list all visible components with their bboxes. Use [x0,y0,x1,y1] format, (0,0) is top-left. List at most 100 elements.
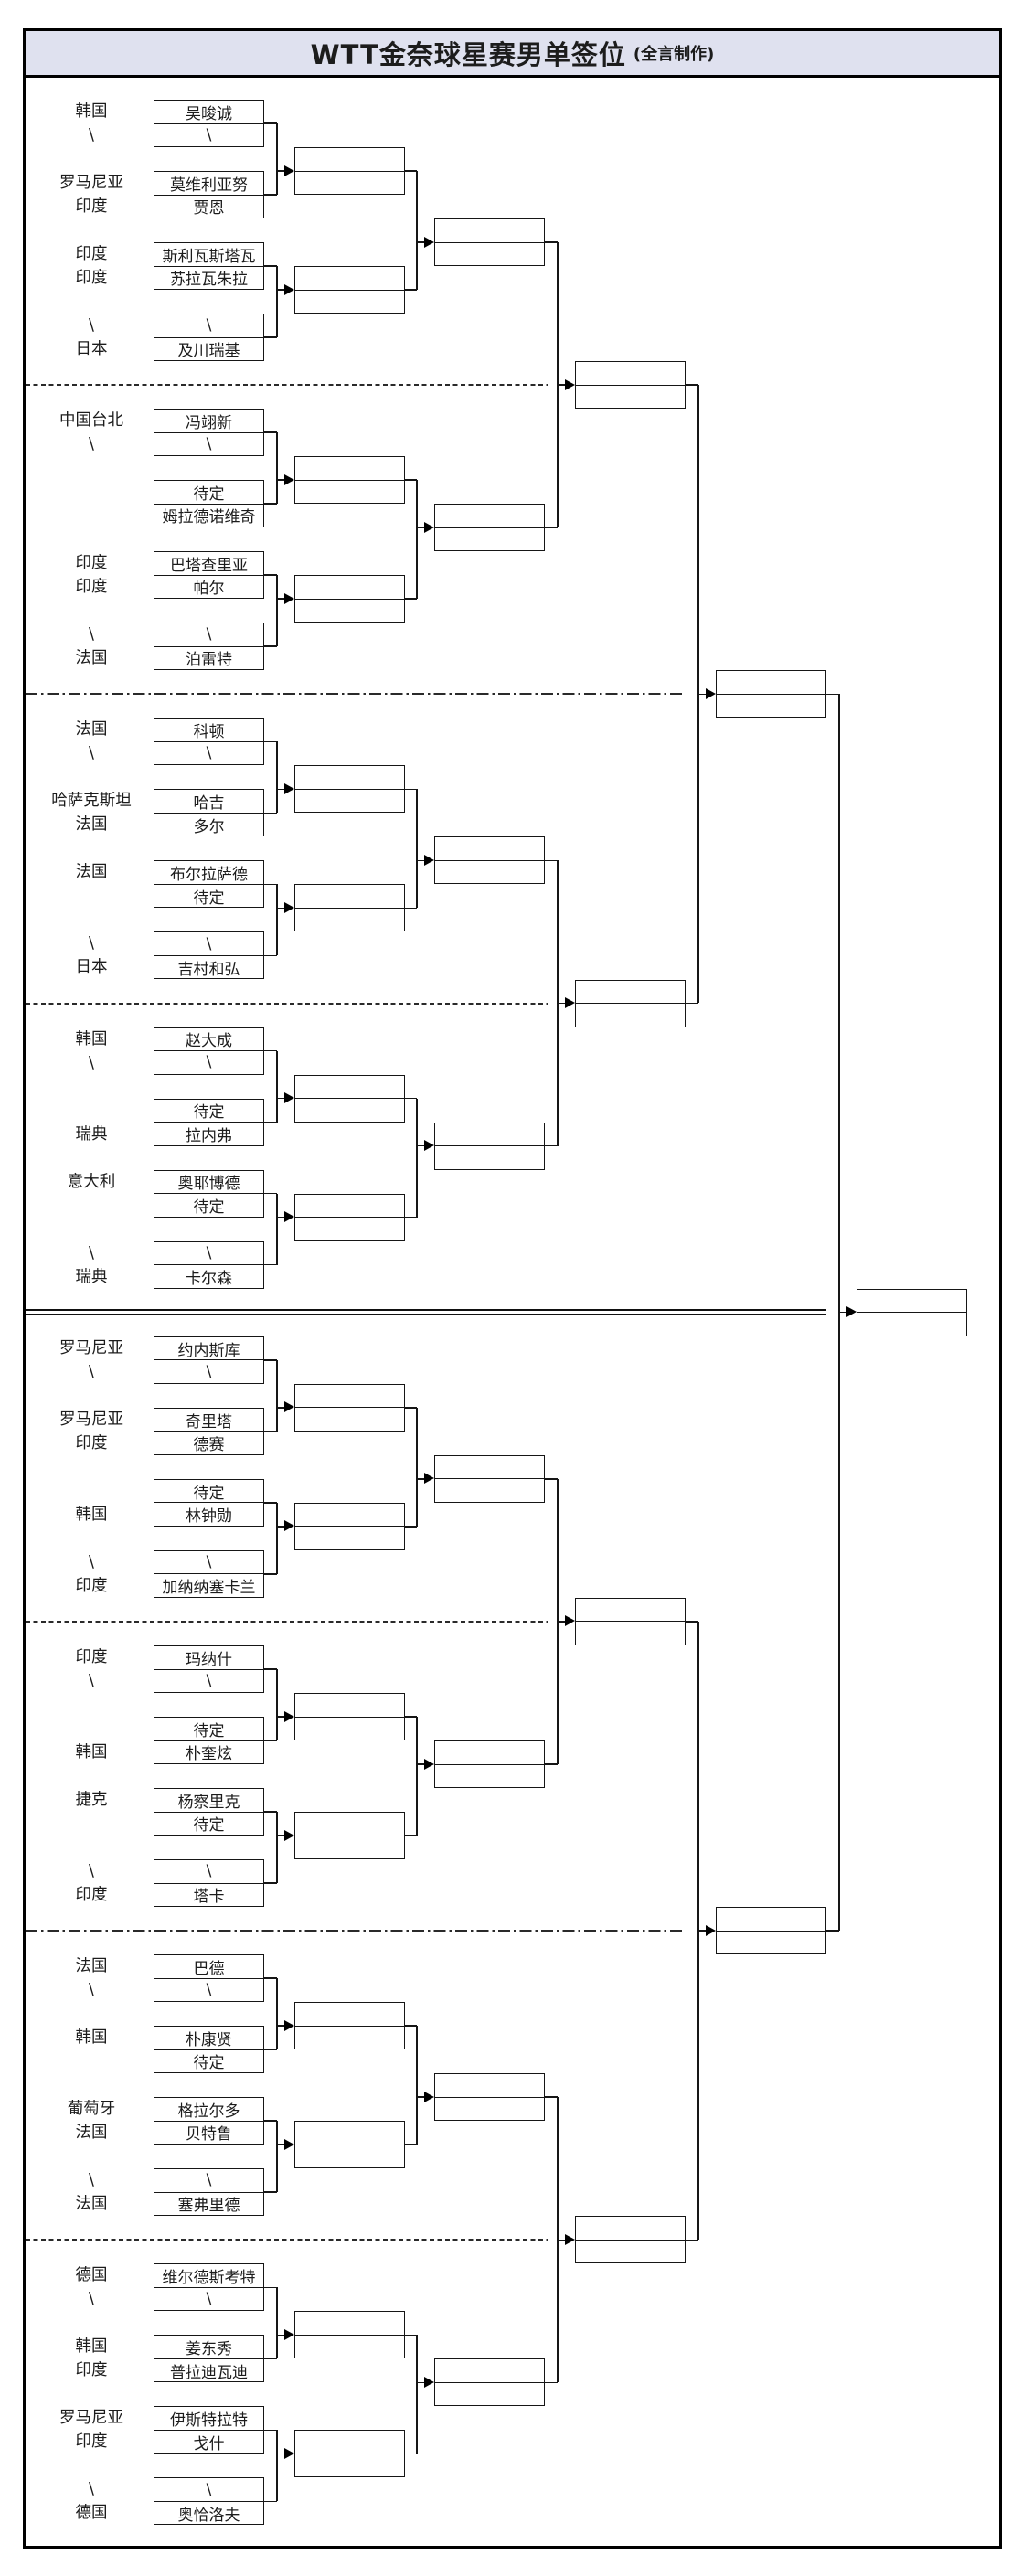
first-round-match-box: 待定林钟勋 [154,1478,264,1527]
country-label: 印度 [75,1648,108,1666]
advance-arrow-icon [284,592,294,604]
player-name: \ [206,1671,212,1690]
round-of-16-box [434,1454,545,1503]
advance-arrow-icon [424,236,434,248]
round-of-32-box [294,2430,405,2478]
empty-slot [295,172,404,195]
player-name: 科顿 [154,719,263,742]
player-name: \ [206,2290,212,2309]
connector-line [405,1407,417,1409]
advance-arrow-icon [424,521,434,533]
country-label [33,1099,150,1123]
empty-slot [435,2383,544,2406]
connector-line [417,1478,426,1480]
empty-slot [295,1218,404,1240]
empty-slot [435,219,544,243]
connector-line [557,2097,559,2383]
connector-line [264,2429,277,2432]
player-name: 帕尔 [193,580,225,599]
country-label: 瑞典 [75,1267,108,1286]
advance-arrow-icon [565,1615,575,1627]
country-label: 中国台北 [59,411,123,431]
round-of-16-box [434,1740,545,1788]
first-round-match-box: 杨察里克待定 [154,1788,264,1836]
country-label: 印度 [75,269,108,287]
connector-line [264,1811,277,1813]
half-divider-double [26,1309,826,1316]
country-label [33,2049,150,2073]
advance-arrow-icon [846,1306,857,1318]
empty-slot [295,1099,404,1122]
connector-line [276,2430,278,2502]
connector-line [264,336,277,338]
round-of-32-box [294,1812,405,1859]
player-name: 吉村和弘 [177,960,240,979]
first-round-match-box: \塞弗里德 [154,2168,264,2217]
empty-slot [295,291,404,314]
connector-line [686,2239,698,2241]
player-name: 待定 [193,2054,225,2073]
country-label [33,1717,150,1740]
connector-line [686,384,698,386]
player-name: 苏拉瓦朱拉 [170,271,248,289]
player-name: 加纳纳塞卡兰 [162,1579,256,1597]
connector-line [264,2191,277,2193]
advance-arrow-icon [424,854,434,866]
connector-line [264,1192,277,1195]
empty-slot [435,1123,544,1147]
round-of-16-box [434,2073,545,2122]
country-label: 意大利 [67,1172,116,1191]
connector-line [405,2334,417,2336]
advance-arrow-icon [284,2138,294,2150]
first-round-match-box: 玛纳什\ [154,1645,264,1693]
connector-line [264,1359,277,1361]
advance-arrow-icon [284,2019,294,2031]
empty-slot [295,600,404,623]
player-name: 待定 [154,1480,263,1504]
empty-slot [295,2027,404,2049]
connector-line [276,1669,278,1740]
advance-arrow-icon [424,1758,434,1770]
player-name: \ [206,434,212,453]
empty-slot [295,2122,404,2145]
country-label: \ [89,126,94,144]
player-name: 杨察里克 [154,1789,263,1813]
connector-line [838,694,840,1932]
player-name: 格拉尔多 [154,2098,263,2122]
connector-line [264,1668,277,1670]
quarterfinal-box [575,979,686,1027]
connector-line [264,2120,277,2122]
connector-line [277,598,286,600]
title-credit: (全言制作) [633,45,715,64]
empty-slot [295,148,404,172]
connector-line [405,2453,417,2455]
player-name: 赵大成 [154,1028,263,1052]
round-of-32-box [294,1074,405,1123]
empty-slot [435,243,544,266]
first-round-match-box: 斯利瓦斯塔瓦苏拉瓦朱拉 [154,242,264,290]
country-label: 印度 [75,1433,108,1453]
empty-slot [295,1076,404,1100]
connector-line [264,1121,277,1123]
country-label: 韩国 [75,2028,108,2048]
round-of-32-box [294,765,405,814]
connector-line [697,1621,699,2241]
connector-line [405,289,417,291]
player-name: 姆拉德诺维奇 [162,508,256,527]
player-name: 哈吉 [154,790,263,814]
country-label: 法国 [75,2195,108,2214]
connector-line [557,242,559,528]
player-name: 奥耶博德 [154,1171,263,1195]
player-name: 拉内弗 [186,1126,232,1145]
empty-slot [435,2074,544,2098]
advance-arrow-icon [284,283,294,295]
connector-line [545,241,558,243]
empty-slot [717,1932,825,1954]
empty-slot [295,1195,404,1219]
connector-line [545,859,558,862]
connector-line [405,788,417,791]
player-name: 待定 [193,1198,225,1217]
empty-slot [576,1622,685,1645]
player-name: 伊斯特拉特 [154,2407,263,2431]
round-of-32-box [294,1383,405,1432]
